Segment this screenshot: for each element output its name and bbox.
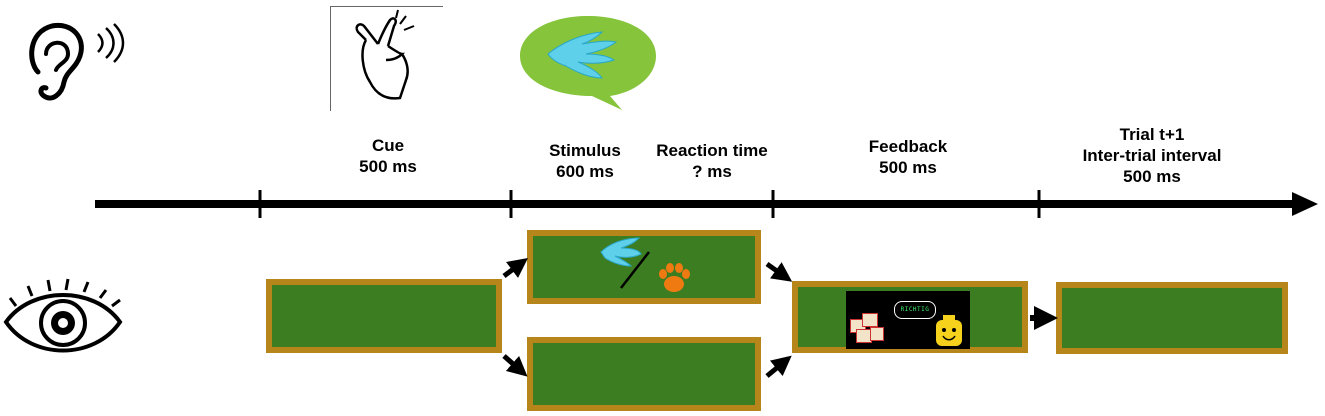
finger-snap-icon [355,9,415,100]
phase-reaction-title: Reaction time [656,141,768,160]
stimulus-screen-with-images [527,230,761,304]
ear-icon [29,22,84,101]
stimulus-screen-blank [527,337,761,411]
wing-icon [600,237,642,267]
paw-tile [653,260,693,296]
phase-next-trial-title: Trial t+1 [1119,125,1185,144]
phase-reaction-duration: ? ms [692,162,732,181]
paw-icon [659,263,690,292]
arrow-stimulus-bottom-to-feedback [765,355,792,378]
phase-feedback-duration: 500 ms [879,158,937,177]
smiley-icon [936,315,962,346]
phase-label-feedback: Feedback 500 ms [848,136,968,178]
speech-bubble: RICHTIG [894,301,936,319]
phase-stimulus-duration: 600 ms [556,162,614,181]
feedback-image: RICHTIG [846,291,970,349]
arrow-cue-to-stimulus-top [502,258,528,278]
feedback-screen: RICHTIG [792,281,1028,353]
phase-stimulus-title: Stimulus [549,141,621,160]
wing-speech-bubble-icon [520,16,656,110]
phase-cue-title: Cue [371,136,405,155]
sound-waves-icon [97,23,125,63]
cue-screen [266,279,502,353]
phase-label-reaction: Reaction time ? ms [640,140,784,182]
finger-snap-frame [330,6,443,111]
phase-label-next-trial: Trial t+1 Inter-trial interval 500 ms [1060,124,1244,187]
phase-feedback-title: Feedback [868,137,948,156]
toy-cards [850,313,884,343]
inter-trial-screen [1056,282,1288,354]
eye-icon [3,278,123,353]
phase-next-trial-duration: 500 ms [1123,167,1181,186]
arrow-cue-to-stimulus-bottom [502,354,528,377]
phase-label-cue: Cue 500 ms [318,135,458,177]
arrow-stimulus-top-to-feedback [765,261,793,282]
phase-next-trial-subtitle: Inter-trial interval [1082,146,1222,165]
phase-cue-duration: 500 ms [359,157,417,176]
speech-bubble-text: RICHTIG [900,306,930,313]
phase-label-stimulus: Stimulus 600 ms [530,140,640,182]
slash-divider [620,251,650,289]
